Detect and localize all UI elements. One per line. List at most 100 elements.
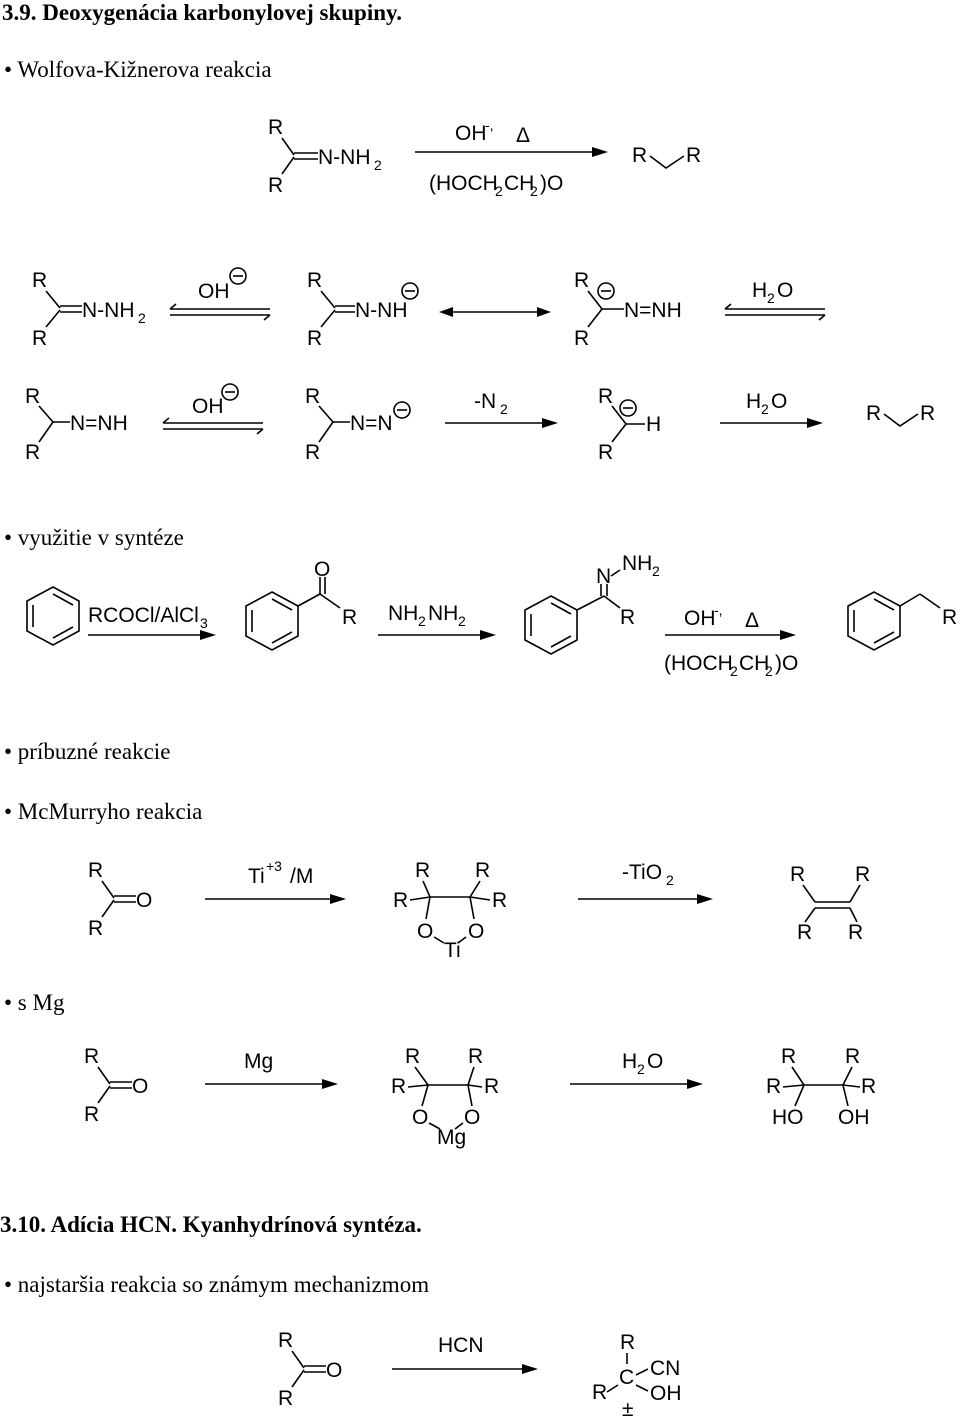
svg-text:R: R <box>855 863 870 886</box>
reagent-hydroxide: OH <box>198 280 230 303</box>
substituent-r: R <box>268 174 283 197</box>
svg-text:R: R <box>342 606 357 629</box>
svg-text:2: 2 <box>730 663 738 679</box>
svg-text:R: R <box>598 385 613 408</box>
hydrazone-group: N-NH <box>318 146 371 169</box>
svg-text:R: R <box>574 327 589 350</box>
svg-text:R: R <box>84 1045 99 1068</box>
svg-text:R: R <box>305 385 320 408</box>
magnesium-pinacol-scheme: R R O Mg R R R R O O Mg H 2 O R R R R HO… <box>84 1045 876 1149</box>
svg-text:R: R <box>574 269 589 292</box>
synthesis-scheme: RCOCl/AlCl 3 O R NH 2 NH 2 N NH 2 R OH -… <box>26 552 957 679</box>
svg-text:R: R <box>415 859 430 882</box>
svg-text:O: O <box>314 558 330 581</box>
svg-text:R: R <box>484 1075 499 1098</box>
svg-text:HO: HO <box>772 1106 804 1129</box>
loss-of-titanium-dioxide: -TiO <box>622 861 662 884</box>
svg-text:N=NH: N=NH <box>70 412 128 435</box>
svg-text:)O: )O <box>540 172 563 195</box>
reagent-hcn: HCN <box>438 1334 484 1357</box>
reagent-hydrazine: NH <box>388 602 418 625</box>
svg-text:3: 3 <box>200 615 208 631</box>
svg-text:R: R <box>305 441 320 464</box>
svg-text:R: R <box>25 385 40 408</box>
negative-charge-icon <box>401 282 419 300</box>
svg-text:R: R <box>391 1075 406 1098</box>
svg-text:O: O <box>468 920 484 943</box>
svg-text:R: R <box>845 1045 860 1068</box>
wolff-kishner-overall-scheme: R R N-NH 2 OH -, Δ (HOCH 2 CH 2 )O R R <box>268 116 701 199</box>
negative-charge-icon <box>229 267 247 285</box>
svg-text:O: O <box>771 390 787 413</box>
svg-text:R: R <box>848 921 863 944</box>
cyanohydrin-scheme: R R O HCN R C R CN OH ± <box>278 1329 682 1417</box>
svg-text:2: 2 <box>138 310 146 326</box>
svg-text:NH: NH <box>428 602 458 625</box>
svg-text:-,: -, <box>485 117 494 133</box>
svg-text:R: R <box>620 1331 635 1354</box>
svg-text:R: R <box>88 859 103 882</box>
svg-text:2: 2 <box>765 663 773 679</box>
svg-text:R: R <box>620 606 635 629</box>
bullet-related-reactions: • príbuzné reakcie <box>4 739 171 764</box>
svg-text:R: R <box>942 606 957 629</box>
svg-text:NH: NH <box>622 552 652 575</box>
svg-text:R: R <box>790 863 805 886</box>
svg-text:-,: -, <box>714 602 723 618</box>
racemic-mixture-symbol: ± <box>622 1398 634 1417</box>
bullet-with-mg: • s Mg <box>4 990 65 1015</box>
loss-of-nitrogen: -N <box>474 390 496 413</box>
negative-charge-icon <box>597 282 615 300</box>
svg-text:R: R <box>766 1075 781 1098</box>
solvent-label: (HOCH <box>429 172 498 195</box>
svg-text:2: 2 <box>374 157 382 173</box>
substituent-r: R <box>632 144 647 167</box>
svg-text:2: 2 <box>500 401 508 417</box>
svg-text:2: 2 <box>767 290 775 306</box>
reagent-hydroxide: OH <box>684 607 716 630</box>
svg-text:2: 2 <box>458 613 466 629</box>
svg-text:OH: OH <box>650 1382 682 1405</box>
svg-text:N: N <box>596 565 611 588</box>
svg-text:Mg: Mg <box>437 1126 466 1149</box>
svg-text:O: O <box>326 1359 342 1382</box>
svg-text:2: 2 <box>761 401 769 417</box>
svg-text:R: R <box>88 917 103 940</box>
reagent-hydroxide: OH <box>192 395 224 418</box>
svg-text:R: R <box>861 1075 876 1098</box>
reagent-magnesium: Mg <box>244 1050 273 1073</box>
bullet-synthesis-use: • využitie v syntéze <box>4 525 184 550</box>
delta-symbol: Δ <box>516 124 530 147</box>
svg-text:R: R <box>307 269 322 292</box>
benzene-ring <box>524 595 578 655</box>
delta-symbol: Δ <box>745 609 759 632</box>
mechanism-row-1: R R N-NH 2 OH R R N-NH R R N=NH H 2 O <box>32 267 826 350</box>
reagent-water: H <box>746 390 761 413</box>
reagent-water: H <box>622 1050 637 1073</box>
svg-text:/M: /M <box>290 865 313 888</box>
svg-text:R: R <box>405 1045 420 1068</box>
negative-charge-icon <box>619 399 637 417</box>
svg-text:O: O <box>132 1075 148 1098</box>
svg-text:)O: )O <box>775 652 798 675</box>
svg-text:R: R <box>797 921 812 944</box>
svg-text:R: R <box>781 1045 796 1068</box>
mechanism-row-2: R R N=NH OH R R N=N -N 2 R R H H 2 O R R <box>25 383 935 464</box>
svg-text:R: R <box>920 402 935 425</box>
svg-text:R: R <box>278 1329 293 1352</box>
svg-text:2: 2 <box>418 613 426 629</box>
svg-text:2: 2 <box>666 872 674 888</box>
svg-text:R: R <box>475 859 490 882</box>
svg-text:Ti: Ti <box>444 939 461 962</box>
svg-text:CN: CN <box>650 1357 680 1380</box>
section-heading-3-9: 3.9. Deoxygenácia karbonylovej skupiny. <box>2 0 402 25</box>
negative-charge-icon <box>393 401 411 419</box>
svg-text:R: R <box>866 402 881 425</box>
svg-text:CH: CH <box>504 172 534 195</box>
svg-text:N-NH: N-NH <box>355 299 408 322</box>
mcmurry-scheme: R R O Ti +3 /M R R R R O O Ti -TiO 2 R R… <box>88 858 870 962</box>
benzene-ring <box>26 586 80 646</box>
solvent-label: (HOCH <box>664 652 733 675</box>
svg-text:2: 2 <box>637 1061 645 1077</box>
